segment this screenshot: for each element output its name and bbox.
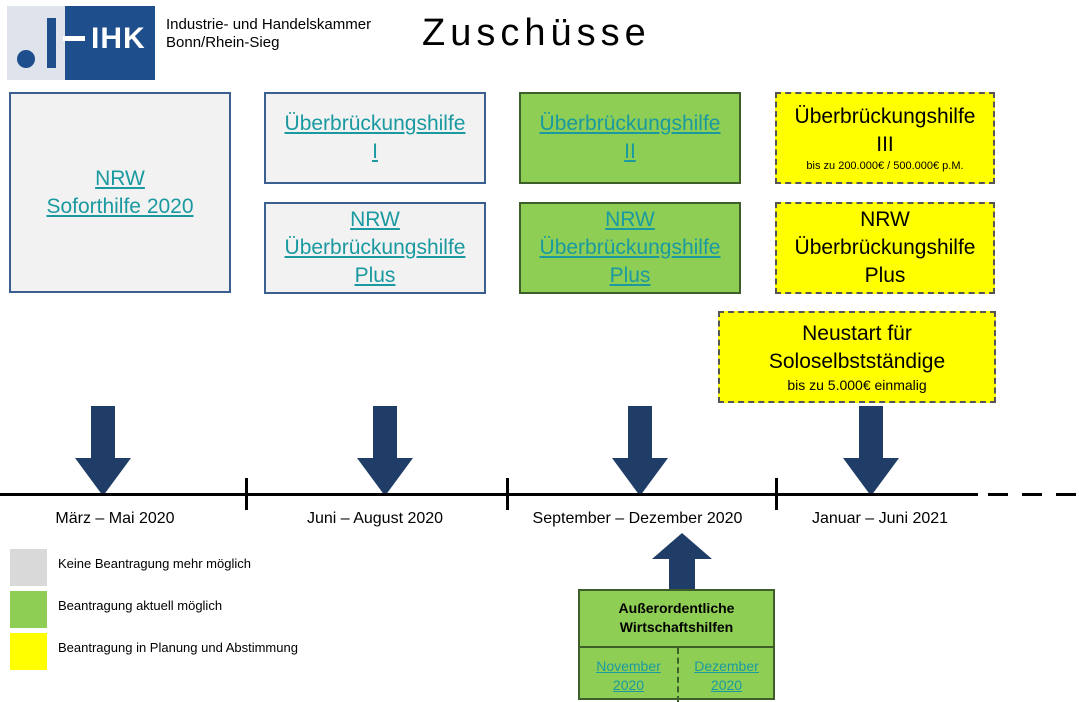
dezember-2020-link[interactable]: Dezember 2020 [679,657,774,695]
november-link-line2[interactable]: 2020 [612,677,645,693]
ihk-logo: IHK [7,6,155,80]
logo-text: IHK [91,22,146,55]
uebplus1-link-line2[interactable]: Überbrückungshilfe [284,236,466,259]
legend-label-grey: Keine Beantragung mehr möglich [58,556,251,571]
period-label-3: September – Dezember 2020 [532,510,743,527]
timeline-tick [245,478,248,510]
timeline-axis [0,493,978,496]
nrw-ueberbrueckungshilfe-plus-3-box: NRW Überbrückungshilfe Plus [775,202,995,294]
down-arrow-icon [843,406,899,496]
legend-swatch-green [10,591,47,628]
logo-light-panel [7,6,65,80]
uebplus1-link-line1[interactable]: NRW [350,208,400,231]
uebplus2-link-line2[interactable]: Überbrückungshilfe [539,236,721,259]
timeline-tick [775,478,778,510]
neustart-line1: Neustart für [802,322,912,345]
timeline-dash [988,493,1008,496]
uebplus3-line1: NRW [860,208,910,231]
legend-swatch-yellow [10,633,47,670]
uebplus3-line2: Überbrückungshilfe [794,236,976,259]
page-title: Zuschüsse [422,12,651,54]
uebplus3-line3: Plus [864,264,906,287]
dezember-link-line2[interactable]: 2020 [710,677,743,693]
logo-dot [17,50,35,68]
timeline-dash [1056,493,1076,496]
neustart-note: bis zu 5.000€ einmalig [787,377,927,393]
ueb3-line1: Überbrückungshilfe [794,105,976,128]
legend-label-yellow: Beantragung in Planung und Abstimmung [58,640,298,655]
soforthilfe-box[interactable]: NRW Soforthilfe 2020 [9,92,231,293]
wirtschaftshilfen-title: Außerordentliche Wirtschaftshilfen [580,599,773,637]
timeline-dash [1022,493,1042,496]
legend-swatch-grey [10,549,47,586]
ueb3-note: bis zu 200.000€ / 500.000€ p.M. [806,160,964,172]
uebplus2-link-line3[interactable]: Plus [609,264,651,287]
uebplus2-link-line1[interactable]: NRW [605,208,655,231]
nrw-ueberbrueckungshilfe-plus-1-box[interactable]: NRW Überbrückungshilfe Plus [264,202,486,294]
soforthilfe-link-line1[interactable]: NRW [95,166,145,190]
period-label-1: März – Mai 2020 [55,510,175,527]
timeline-tick [506,478,509,510]
november-2020-link[interactable]: November 2020 [581,657,676,695]
period-label-4: Januar – Juni 2021 [811,510,949,527]
ueb3-line2: III [876,133,894,156]
wirtschaftshilfen-title-line1: Außerordentliche [618,600,735,616]
wirtschaftshilfen-divider [580,646,773,648]
neustart-line2: Soloselbstständige [768,350,946,373]
org-name-line1: Industrie- und Handelskammer [166,16,372,33]
period-label-2: Juni – August 2020 [306,510,444,527]
wirtschaftshilfen-vertical-divider [677,648,679,702]
uebplus1-link-line3[interactable]: Plus [354,264,396,287]
up-arrow-icon [652,533,712,590]
ueberbrueckungshilfe-3-box: Überbrückungshilfe III bis zu 200.000€ /… [775,92,995,184]
legend-label-green: Beantragung aktuell möglich [58,598,223,613]
soforthilfe-link-line2[interactable]: Soforthilfe 2020 [46,194,194,218]
nrw-ueberbrueckungshilfe-plus-2-box[interactable]: NRW Überbrückungshilfe Plus [519,202,741,294]
down-arrow-icon [75,406,131,496]
ueb1-link-line2[interactable]: I [372,140,378,163]
ueb1-link-line1[interactable]: Überbrückungshilfe [284,112,466,135]
wirtschaftshilfen-box: Außerordentliche Wirtschaftshilfen Novem… [578,589,775,702]
november-link-line1[interactable]: November [596,658,661,674]
ueberbrueckungshilfe-1-box[interactable]: Überbrückungshilfe I [264,92,486,184]
ueb2-link-line1[interactable]: Überbrückungshilfe [539,112,721,135]
ueb2-link-line2[interactable]: II [624,140,636,163]
ueberbrueckungshilfe-2-box[interactable]: Überbrückungshilfe II [519,92,741,184]
down-arrow-icon [357,406,413,496]
wirtschaftshilfen-title-line2: Wirtschaftshilfen [619,619,734,635]
logo-line [63,36,85,41]
org-name-line2: Bonn/Rhein-Sieg [166,34,280,51]
logo-bar [47,18,56,68]
dezember-link-line1[interactable]: Dezember [694,658,759,674]
down-arrow-icon [612,406,668,496]
neustart-box: Neustart für Soloselbstständige bis zu 5… [718,311,996,403]
